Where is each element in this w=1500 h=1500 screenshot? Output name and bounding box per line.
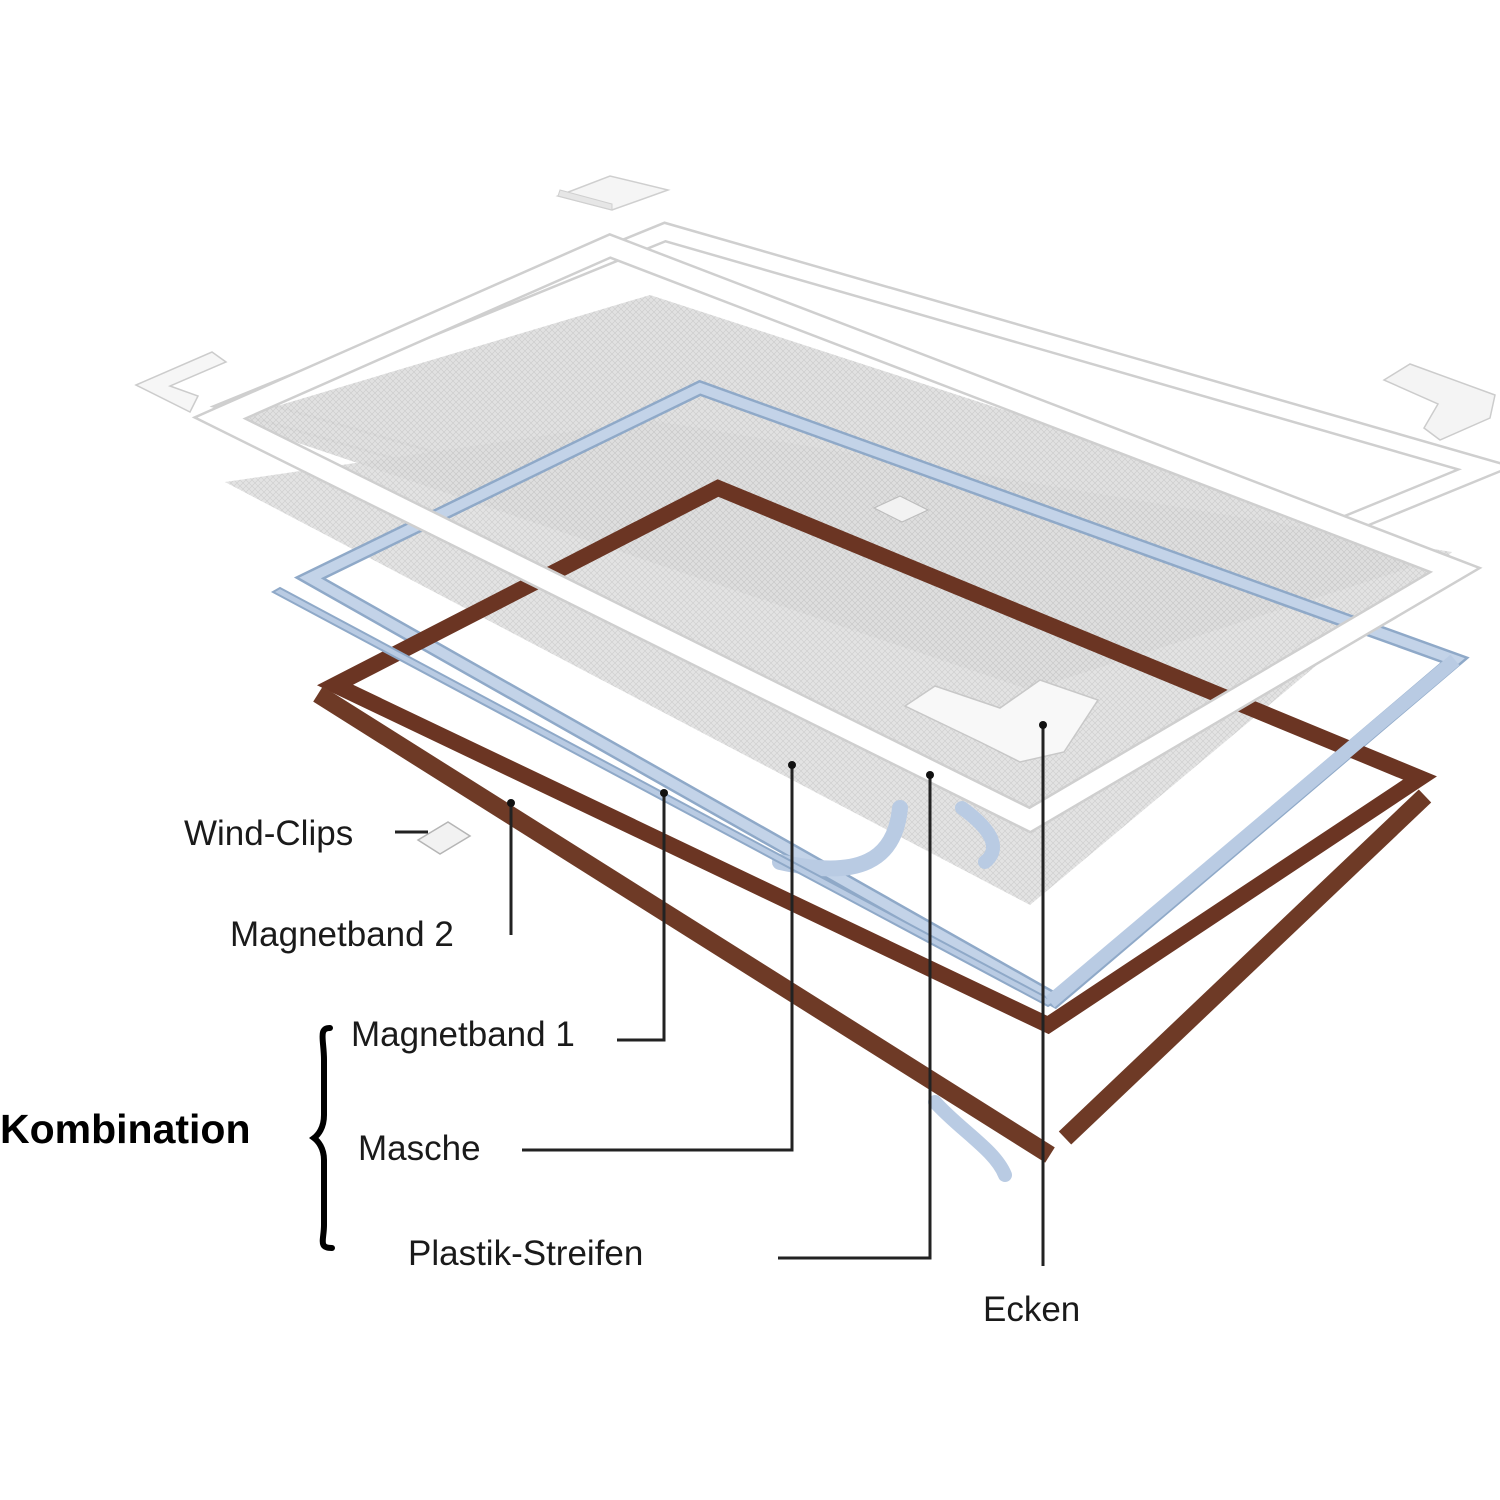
wind-clip-sample: [416, 821, 472, 855]
label-kombination: Kombination: [0, 1106, 251, 1152]
leader-masche: [522, 766, 794, 1152]
plastic-frame-lower: [191, 233, 1483, 834]
magnet-band-2-lower: [313, 686, 1432, 1163]
corner-piece-top: [555, 175, 671, 211]
wind-clip-on-mesh: [872, 495, 930, 523]
leader-plastik-streifen: [778, 776, 932, 1260]
label-masche: Masche: [358, 1129, 481, 1168]
corner-piece-left: [134, 351, 228, 414]
magnet-band-2-upper: [316, 479, 1437, 1035]
label-ecken: Ecken: [983, 1290, 1081, 1329]
magnet-strip-curl: [772, 800, 1012, 1182]
corner-piece-front: [903, 679, 1100, 763]
leader-dots: [507, 721, 1047, 807]
label-wind-clips: Wind-Clips: [184, 814, 354, 853]
corner-piece-right: [1382, 363, 1496, 441]
leader-lines: [395, 726, 1045, 1266]
combination-brace: [309, 1025, 335, 1251]
label-plastik-streifen: Plastik-Streifen: [408, 1234, 644, 1273]
leader-magnetband-1: [617, 794, 666, 1042]
label-magnetband-2: Magnetband 2: [230, 915, 454, 954]
label-magnetband-1: Magnetband 1: [351, 1015, 575, 1054]
